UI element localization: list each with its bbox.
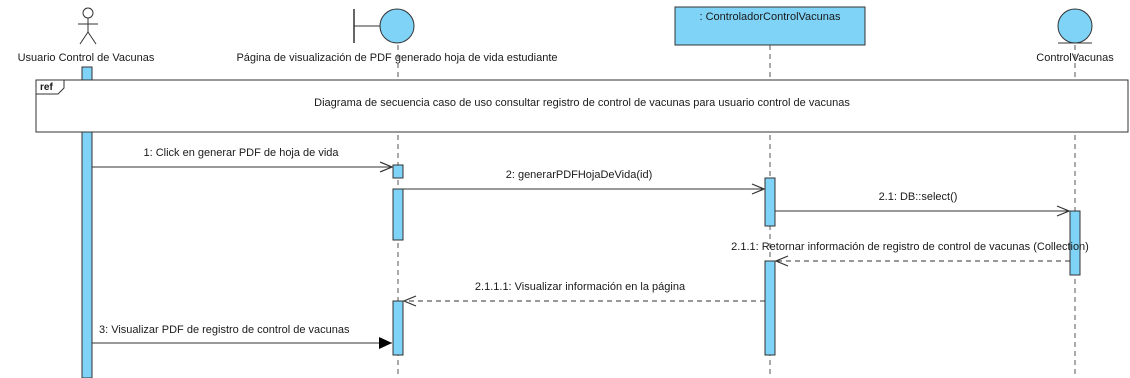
message-1[interactable]: 1: Click en generar PDF de hoja de vida [92,147,392,167]
ref-fragment-tag-box [35,79,65,95]
message-2-label: 2: generarPDFHojaDeVida(id) [506,169,653,181]
actor-activation-bar [81,66,93,378]
ref-fragment-frame [35,79,1129,133]
boundary-activation-2 [392,188,404,241]
boundary-icon [353,8,415,44]
boundary-name: Página de visualización de PDF generado … [236,52,557,64]
message-2-1[interactable]: 2.1: DB::select() [775,191,1069,211]
ref-fragment[interactable]: ref Diagrama de secuencia caso de uso co… [35,79,1129,133]
controller-name: : ControladorControlVacunas [699,11,841,23]
message-1-label: 1: Click en generar PDF de hoja de vida [143,147,339,159]
ref-fragment-tag: ref [40,82,53,93]
message-2-1-1-1[interactable]: 2.1.1.1: Visualizar información en la pá… [404,281,765,301]
actor-participant[interactable]: Usuario Control de Vacunas [18,7,155,64]
message-2-1-label: 2.1: DB::select() [879,191,958,203]
message-2-1-1[interactable]: 2.1.1: Retornar información de registro … [731,241,1089,261]
message-3[interactable]: 3: Visualizar PDF de registro de control… [92,322,392,349]
controller-participant[interactable]: : ControladorControlVacunas [674,6,866,46]
boundary-activation-3 [392,300,404,356]
entity-activation [1069,210,1081,276]
message-2-1-1-label: 2.1.1: Retornar información de registro … [731,241,1089,253]
actor-name: Usuario Control de Vacunas [18,52,155,64]
message-2[interactable]: 2: generarPDFHojaDeVida(id) [403,169,764,189]
boundary-activation-1 [392,164,404,179]
ref-fragment-text: Diagrama de secuencia caso de uso consul… [314,97,850,109]
message-3-label-background [94,322,388,336]
controller-activation-1 [764,177,776,227]
boundary-participant[interactable]: Página de visualización de PDF generado … [236,8,558,64]
controller-activation-2 [764,260,776,356]
message-2-1-1-1-label: 2.1.1.1: Visualizar información en la pá… [475,281,686,293]
entity-icon [1057,8,1093,44]
actor-icon [78,7,98,45]
message-3-label: 3: Visualizar PDF de registro de control… [99,324,350,336]
